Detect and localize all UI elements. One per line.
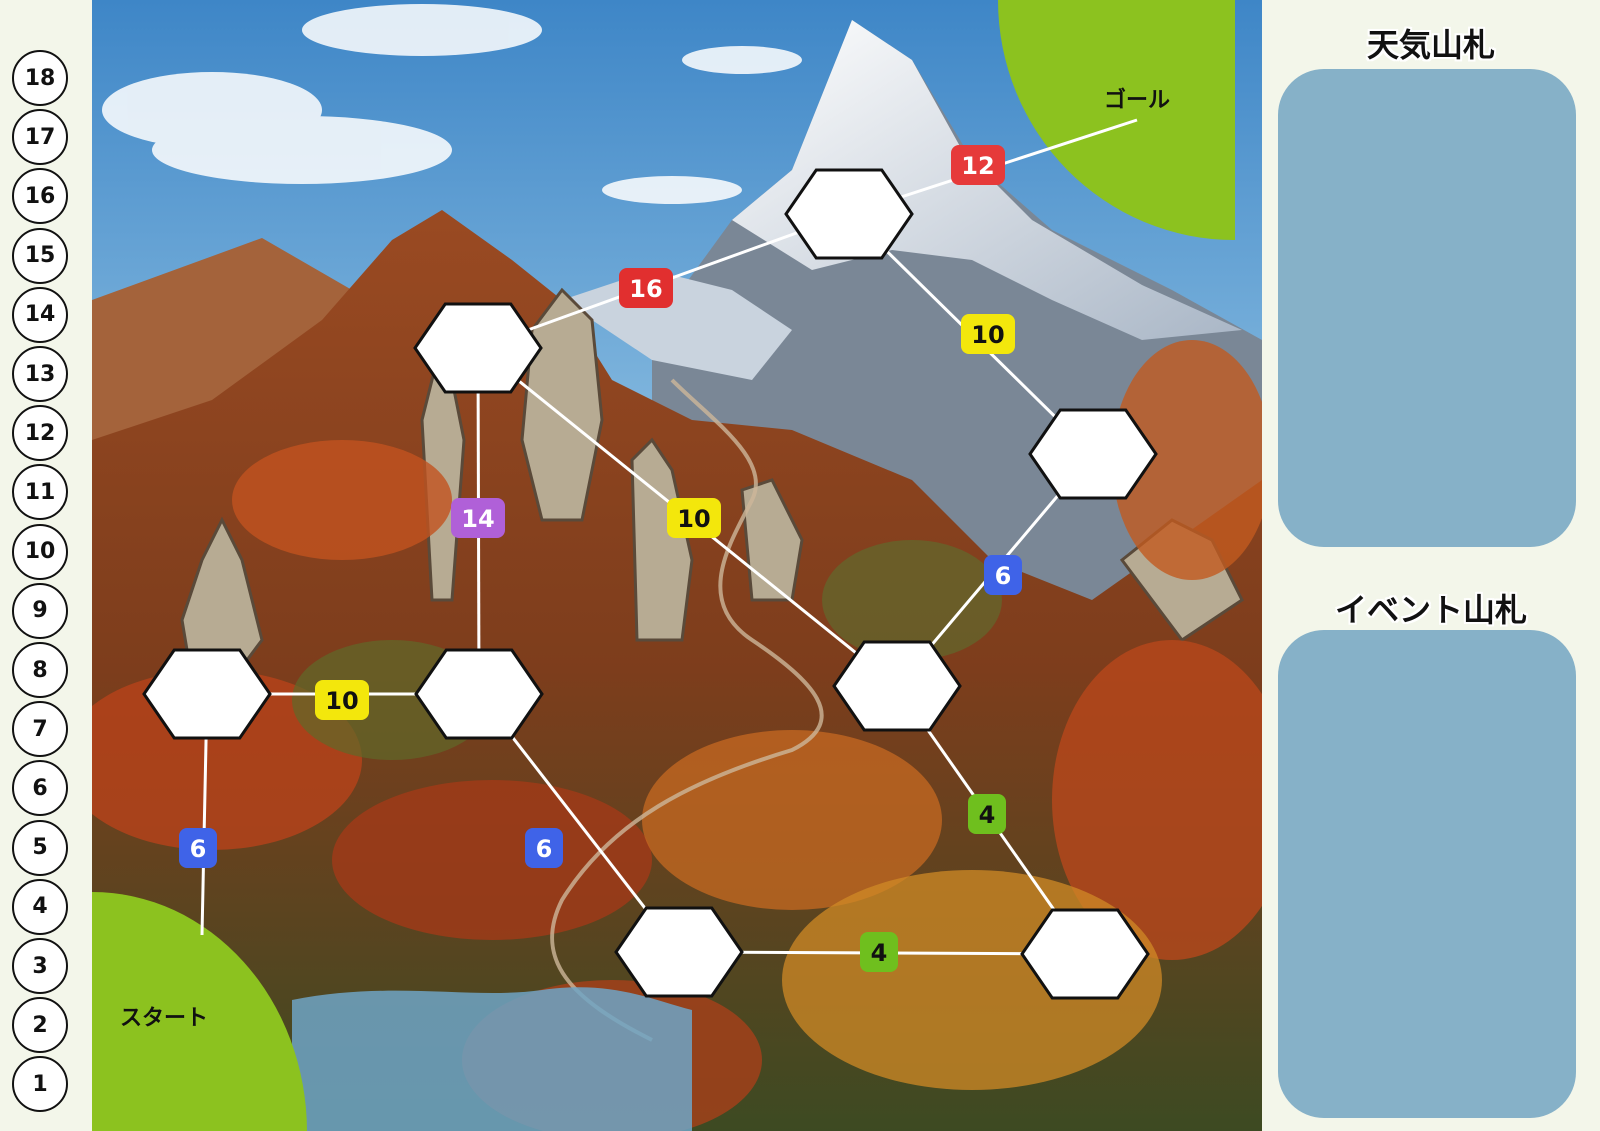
track-space-4[interactable]: 4 <box>12 878 68 935</box>
event-deck-title: イベント山札 <box>1334 591 1527 629</box>
space-left-low[interactable] <box>142 648 272 740</box>
cost-value: 12 <box>961 152 994 180</box>
track-space-5[interactable]: 5 <box>12 819 68 876</box>
track-space-18[interactable]: 18 <box>12 50 68 106</box>
cost-badge-4: 4 <box>968 794 1006 834</box>
track-space-2[interactable]: 2 <box>12 997 68 1054</box>
cost-value: 4 <box>979 801 996 829</box>
cost-badge-6: 6 <box>179 828 217 868</box>
track-space-3[interactable]: 3 <box>12 938 68 994</box>
cost-badge-12: 12 <box>951 145 1005 185</box>
event-deck-slot[interactable] <box>1278 630 1576 1118</box>
river <box>292 987 692 1131</box>
cost-value: 14 <box>461 505 494 533</box>
cost-value: 6 <box>190 835 207 863</box>
trail <box>550 378 824 1042</box>
track-space-15[interactable]: 15 <box>12 227 68 284</box>
cost-badge-4: 4 <box>860 932 898 972</box>
game-board: 6 10 14 16 12 10 10 6 6 4 4 スタート ゴール <box>92 0 1262 1131</box>
cost-badge-10: 10 <box>961 314 1015 354</box>
space-right-high[interactable] <box>1028 408 1158 500</box>
weather-deck-title: 天気山札 <box>1366 26 1495 64</box>
cost-value: 4 <box>871 939 888 967</box>
track-space-7[interactable]: 7 <box>12 701 68 758</box>
track-space-10[interactable]: 10 <box>12 523 68 580</box>
start-zone[interactable] <box>92 892 307 1131</box>
goal-label: ゴール <box>1104 88 1171 113</box>
goal-zone[interactable] <box>998 0 1235 241</box>
track-space-13[interactable]: 13 <box>12 346 68 402</box>
track-space-17[interactable]: 17 <box>12 109 68 166</box>
clouds <box>102 4 802 204</box>
cost-value: 10 <box>971 321 1004 349</box>
cost-value: 10 <box>325 687 358 715</box>
board-illustration: 6 10 14 16 12 10 10 6 6 4 4 <box>92 0 1262 1131</box>
cost-value: 6 <box>536 835 553 863</box>
deck-panel: 天気山札 イベント山札 <box>1262 0 1600 1131</box>
track-space-12[interactable]: 12 <box>12 405 68 462</box>
cost-value: 10 <box>677 505 710 533</box>
cost-badge-6: 6 <box>525 828 563 868</box>
track-space-14[interactable]: 14 <box>12 286 68 343</box>
track-space-8[interactable]: 8 <box>12 642 68 698</box>
cost-badge-6: 6 <box>984 555 1022 595</box>
space-bottom-right[interactable] <box>1020 908 1150 1000</box>
track-space-6[interactable]: 6 <box>12 760 68 817</box>
track-space-16[interactable]: 16 <box>12 168 68 225</box>
weather-deck-slot[interactable] <box>1278 69 1576 547</box>
space-bottom-center[interactable] <box>614 906 744 998</box>
cost-badge-10: 10 <box>315 680 369 720</box>
cost-value: 16 <box>629 275 662 303</box>
cost-badge-16: 16 <box>619 268 673 308</box>
space-summit[interactable] <box>784 168 914 260</box>
space-right-mid[interactable] <box>832 640 962 732</box>
space-center-low[interactable] <box>414 648 544 740</box>
track-space-11[interactable]: 11 <box>12 464 68 521</box>
space-upper-left[interactable] <box>413 302 543 394</box>
track-space-1[interactable]: 1 <box>12 1056 68 1113</box>
cost-value: 6 <box>995 562 1012 590</box>
start-label: スタート <box>120 1006 209 1031</box>
cost-badge-10: 10 <box>667 498 721 538</box>
track-space-9[interactable]: 9 <box>12 582 68 639</box>
rock-spires <box>180 287 1244 682</box>
cost-badge-14: 14 <box>451 498 505 538</box>
